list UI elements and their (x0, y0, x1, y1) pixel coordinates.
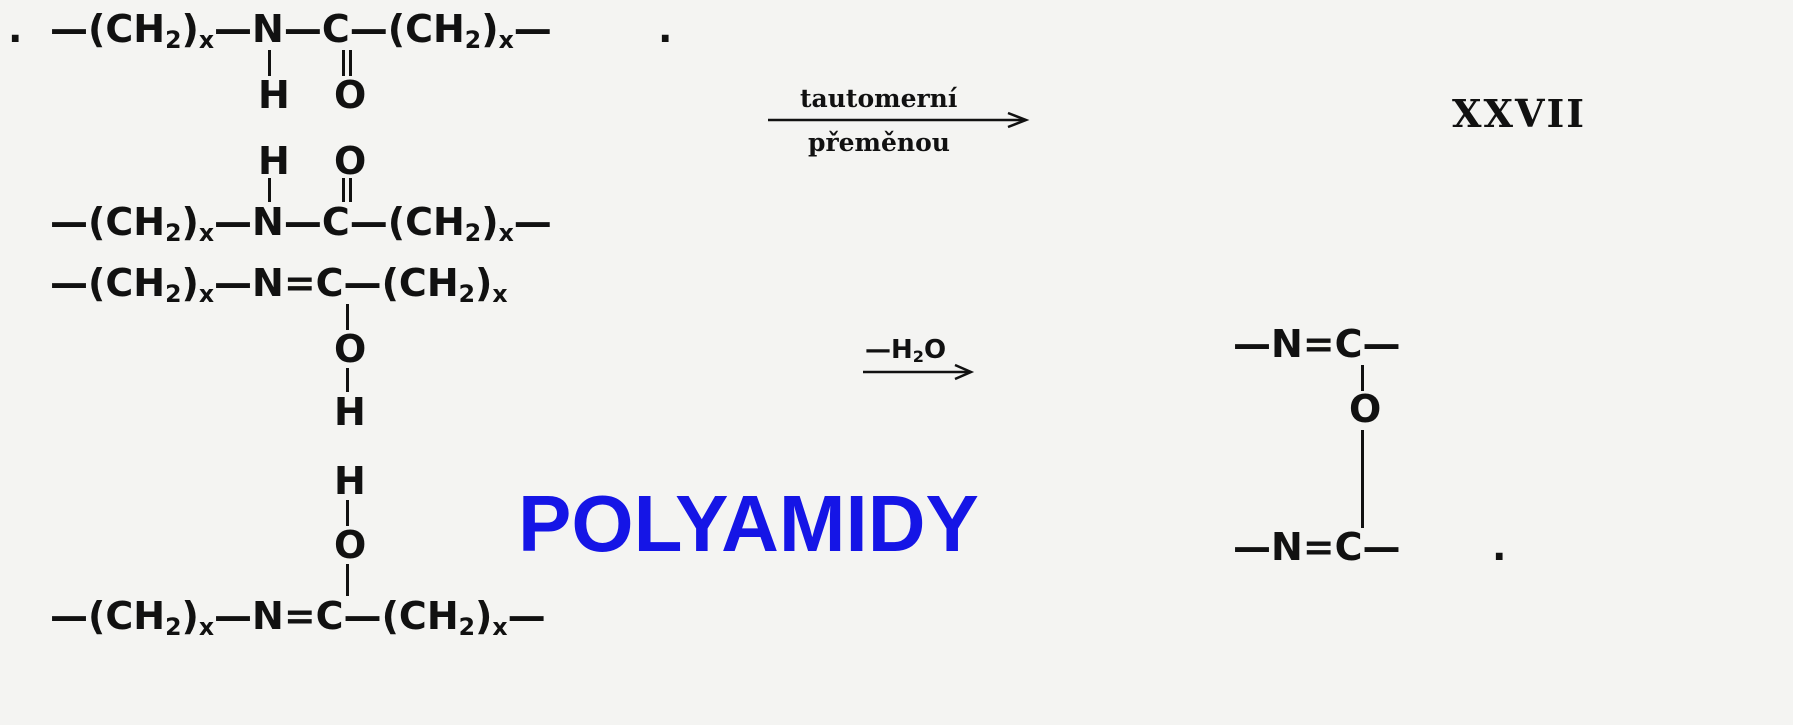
arrow-label-bottom: přeměnou (808, 128, 950, 157)
chain-row-4: —(CH2)x—N=C—(CH2)x— (50, 594, 546, 639)
equation-number: XXVII (1452, 91, 1587, 136)
group-close: ) (475, 261, 493, 305)
subscript-2: 2 (464, 25, 482, 54)
group-open: (CH (387, 200, 465, 244)
index-x: x (492, 612, 508, 641)
group-close: ) (481, 200, 499, 244)
double-bond-vertical (342, 178, 352, 202)
index-x: x (498, 218, 514, 247)
single-bond-vertical (268, 178, 271, 202)
group-close: ) (481, 7, 499, 51)
atom-h: H (258, 73, 290, 117)
index-x: x (198, 25, 215, 54)
index-x: x (198, 612, 215, 641)
single-bond-vertical (346, 500, 349, 526)
arrow-label-h2o: —H2O (865, 335, 947, 367)
double-bond-vertical (342, 50, 352, 76)
reaction-arrow-icon (768, 111, 1030, 129)
single-bond-vertical (1361, 430, 1364, 528)
group-close: ) (181, 594, 199, 638)
group-open: (CH (88, 261, 166, 305)
product-imine-top: —N=C— (1233, 322, 1401, 366)
group-close: ) (181, 200, 199, 244)
single-bond-vertical (346, 564, 349, 596)
group-close: ) (181, 261, 199, 305)
page-title: POLYAMIDY (518, 479, 979, 568)
atom-h: H (334, 459, 366, 503)
subscript-2: 2 (165, 25, 182, 54)
bond-dash: — (50, 261, 88, 305)
chain-row-2: —(CH2)x—N—C—(CH2)x— (50, 200, 552, 245)
subscript-2: 2 (464, 218, 482, 247)
atom-o: O (334, 327, 367, 371)
imine-link: —N=C— (214, 594, 382, 638)
group-open: (CH (381, 261, 459, 305)
subscript-2: 2 (165, 612, 182, 641)
index-x: x (498, 25, 514, 54)
group-close: ) (181, 7, 199, 51)
group-open: (CH (381, 594, 459, 638)
index-x: x (198, 279, 215, 308)
atom-h: H (258, 139, 290, 183)
single-bond-vertical (1361, 365, 1364, 391)
index-x: x (198, 218, 215, 247)
bond-dash: — (50, 594, 88, 638)
group-open: (CH (88, 200, 166, 244)
atom-h: H (334, 390, 366, 434)
single-bond-vertical (346, 368, 349, 392)
group-open: (CH (387, 7, 465, 51)
index-x: x (492, 279, 508, 308)
amide-link: —N—C— (214, 7, 388, 51)
group-open: (CH (88, 594, 166, 638)
trailing-dot: . (1492, 525, 1507, 569)
imine-link: —N=C— (214, 261, 382, 305)
reaction-arrow-icon (863, 363, 975, 381)
bond-dash: — (513, 7, 552, 51)
chain-row-3: —(CH2)x—N=C—(CH2)x (50, 261, 508, 306)
bond-dash: — (50, 200, 88, 244)
product-imine-bottom: —N=C— (1233, 525, 1401, 569)
subscript-2: 2 (458, 279, 476, 308)
amide-link: —N—C— (214, 200, 388, 244)
subscript-2: 2 (165, 279, 182, 308)
atom-o: O (334, 73, 367, 117)
atom-o: O (1349, 387, 1382, 431)
arrow-label-top: tautomerní (800, 84, 958, 113)
chain-row-1: —(CH2)x—N—C—(CH2)x— (50, 7, 552, 52)
subscript-2: 2 (165, 218, 182, 247)
single-bond-vertical (346, 304, 349, 330)
single-bond-vertical (268, 50, 271, 76)
group-close: ) (475, 594, 493, 638)
subscript-2: 2 (458, 612, 476, 641)
bond-dash: — (513, 200, 552, 244)
atom-o: O (334, 139, 367, 183)
trailing-dot: . (658, 7, 673, 51)
bond-dash: — (50, 7, 88, 51)
leading-dot: . (8, 7, 23, 51)
group-open: (CH (88, 7, 166, 51)
bond-dash: — (507, 594, 546, 638)
atom-o: O (334, 523, 367, 567)
